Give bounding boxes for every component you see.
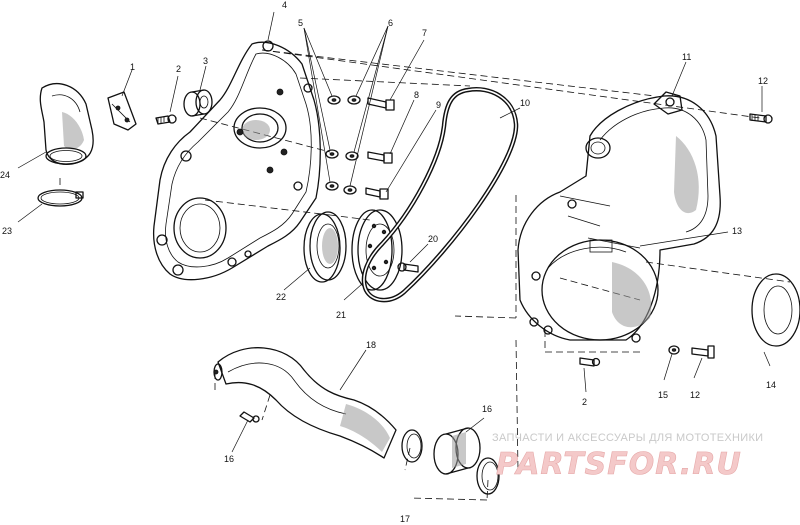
watermark: ЗАПЧАСТИ И АКСЕССУАРЫ ДЛЯ МОТОТЕХНИКИ PA… [492,432,763,482]
drive-belt-part-10 [361,87,519,303]
pulley-part-21 [351,209,403,291]
outer-cover-part-13 [517,91,721,343]
bolts-part-12 [691,113,773,359]
callout-8: 8 [414,90,419,100]
clamp-part-17 [476,457,500,495]
callout-11: 11 [682,52,691,62]
callout-16-left: 16 [224,454,234,464]
watermark-tagline: ЗАПЧАСТИ И АКСЕССУАРЫ ДЛЯ МОТОТЕХНИКИ [492,432,763,444]
coupler-sleeve-part-16 [433,427,481,475]
callout-18: 18 [366,340,376,350]
callout-22: 22 [276,292,286,302]
callout-15: 15 [658,390,668,400]
clamp-part-23 [37,189,84,207]
exhaust-duct-part-18 [213,347,397,459]
seal-part-22 [303,211,347,283]
callout-10: 10 [520,98,530,108]
callout-23: 23 [2,226,12,236]
washers-part-5-6 [325,95,361,195]
callout-12-bottom: 12 [690,390,700,400]
callout-6: 6 [388,18,393,28]
callout-14: 14 [766,380,776,390]
callout-2: 2 [176,64,181,74]
washer-part-15 [668,345,680,355]
clamp-lower-left [401,429,423,463]
screw-part-16-left [239,411,260,423]
inner-cover-part-4 [152,40,321,281]
leader-lines [17,11,771,453]
callout-3: 3 [203,56,208,66]
watermark-logo: PARTSFOR.RU [496,447,742,482]
callout-4: 4 [282,0,287,10]
callout-24: 24 [0,170,10,180]
callout-16-right: 16 [482,404,492,414]
callout-2-lower: 2 [582,397,587,407]
bracket-part-1 [107,91,137,131]
callout-13: 13 [732,226,742,236]
callout-1: 1 [130,62,135,72]
callout-20: 20 [428,234,438,244]
screw-part-2-lower [579,357,601,367]
callout-7: 7 [422,28,427,38]
callout-5: 5 [298,18,303,28]
callout-21: 21 [336,310,346,320]
intake-duct-part-24 [39,83,94,166]
bolt-part-20 [397,262,419,273]
assembly-lines [59,49,791,501]
bolts-part-7-8-9 [365,97,395,200]
gasket-part-14 [751,273,800,347]
callout-17: 17 [400,514,410,524]
callout-9: 9 [436,100,441,110]
callout-12-top: 12 [758,76,768,86]
bushing-part-3 [183,89,213,117]
callout-labels: 1 2 3 4 5 6 7 8 9 10 11 12 13 14 15 12 2… [0,0,776,524]
screw-part-2 [155,114,177,125]
